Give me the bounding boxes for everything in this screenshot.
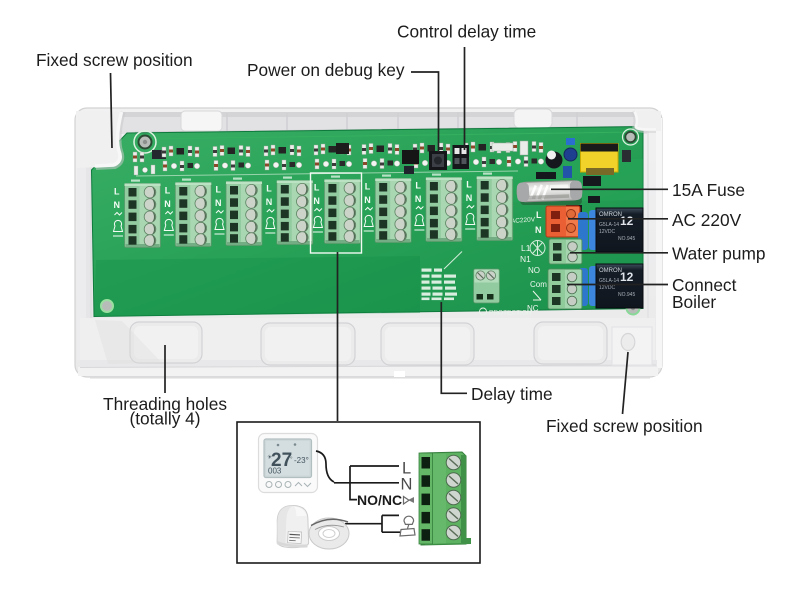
svg-text:Threading holes: Threading holes [103, 394, 227, 414]
svg-text:OMRON: OMRON [599, 268, 622, 274]
svg-text:(totally 4): (totally 4) [129, 409, 200, 429]
svg-text:AC 220V: AC 220V [672, 210, 742, 230]
svg-text:Delay time: Delay time [471, 384, 553, 404]
svg-text:☀: ☀ [267, 454, 272, 461]
svg-text:Connect: Connect [672, 275, 737, 295]
svg-text:12: 12 [620, 214, 634, 228]
svg-text:NO.945: NO.945 [618, 292, 635, 298]
svg-text:PROTECTION: PROTECTION [489, 310, 532, 317]
svg-text:L1: L1 [521, 243, 531, 253]
svg-text:003: 003 [268, 467, 282, 476]
svg-text:NC: NC [527, 304, 539, 313]
svg-text:NO/NC: NO/NC [357, 492, 402, 508]
svg-text:NO.945: NO.945 [618, 236, 635, 242]
svg-text:OMRON: OMRON [599, 212, 622, 218]
svg-text:G5LA-14: G5LA-14 [599, 278, 619, 284]
svg-text:Boiler: Boiler [672, 292, 716, 312]
svg-text:N: N [535, 225, 542, 235]
svg-text:AC220V: AC220V [511, 216, 536, 225]
svg-text:-23°: -23° [294, 456, 309, 465]
svg-text:L: L [536, 210, 542, 220]
svg-text:NO: NO [528, 266, 540, 275]
svg-text:Control delay time: Control delay time [397, 22, 536, 42]
svg-text:12: 12 [620, 270, 634, 284]
svg-text:N: N [401, 476, 413, 494]
svg-text:27: 27 [271, 450, 292, 471]
svg-text:Fixed screw position: Fixed screw position [546, 416, 703, 436]
svg-text:Water pump: Water pump [672, 244, 765, 264]
svg-text:Fixed screw position: Fixed screw position [36, 50, 193, 70]
svg-text:°: ° [290, 455, 293, 463]
svg-text:15A Fuse: 15A Fuse [672, 180, 745, 200]
svg-text:L: L [402, 460, 411, 478]
svg-text:Com: Com [530, 280, 547, 289]
svg-text:12VDC: 12VDC [599, 229, 616, 235]
svg-text:Power on debug key: Power on debug key [247, 60, 405, 80]
svg-text:G5LA-14: G5LA-14 [599, 222, 619, 228]
svg-text:12VDC: 12VDC [599, 285, 616, 291]
svg-text:N1: N1 [520, 254, 531, 264]
